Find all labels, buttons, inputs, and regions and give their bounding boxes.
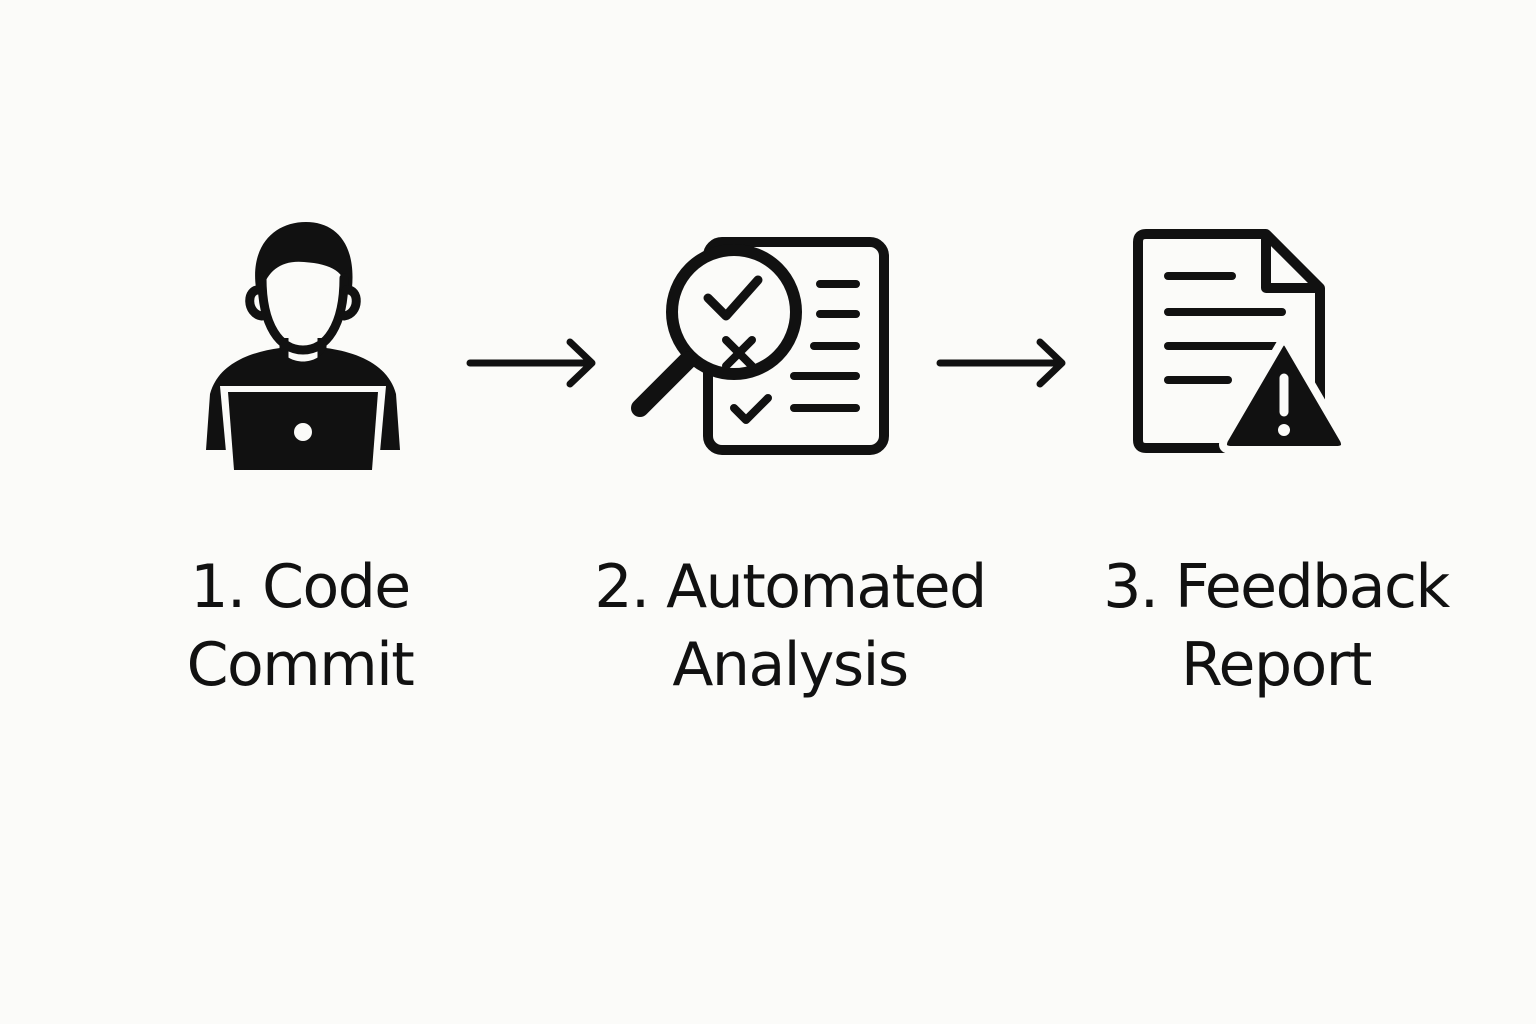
arrow-right-icon	[936, 336, 1068, 390]
document-warning-icon	[1132, 228, 1350, 458]
step-1-label-line2: Commit	[186, 630, 415, 700]
step-2-label-line2: Analysis	[672, 630, 909, 700]
magnifier-checklist-icon	[630, 236, 892, 456]
step-3-label: 3. Feedback Report	[1066, 548, 1486, 704]
step-3-label-line1: 3. Feedback	[1103, 552, 1450, 622]
step-3-label-line2: Report	[1181, 630, 1372, 700]
developer-laptop-icon	[200, 218, 406, 474]
step-1-label: 1. Code Commit	[130, 548, 470, 704]
arrow-right-icon	[466, 336, 598, 390]
step-2-label-line1: 2. Automated	[594, 552, 987, 622]
step-2-label: 2. Automated Analysis	[560, 548, 1020, 704]
step-1-label-line1: 1. Code	[190, 552, 411, 622]
